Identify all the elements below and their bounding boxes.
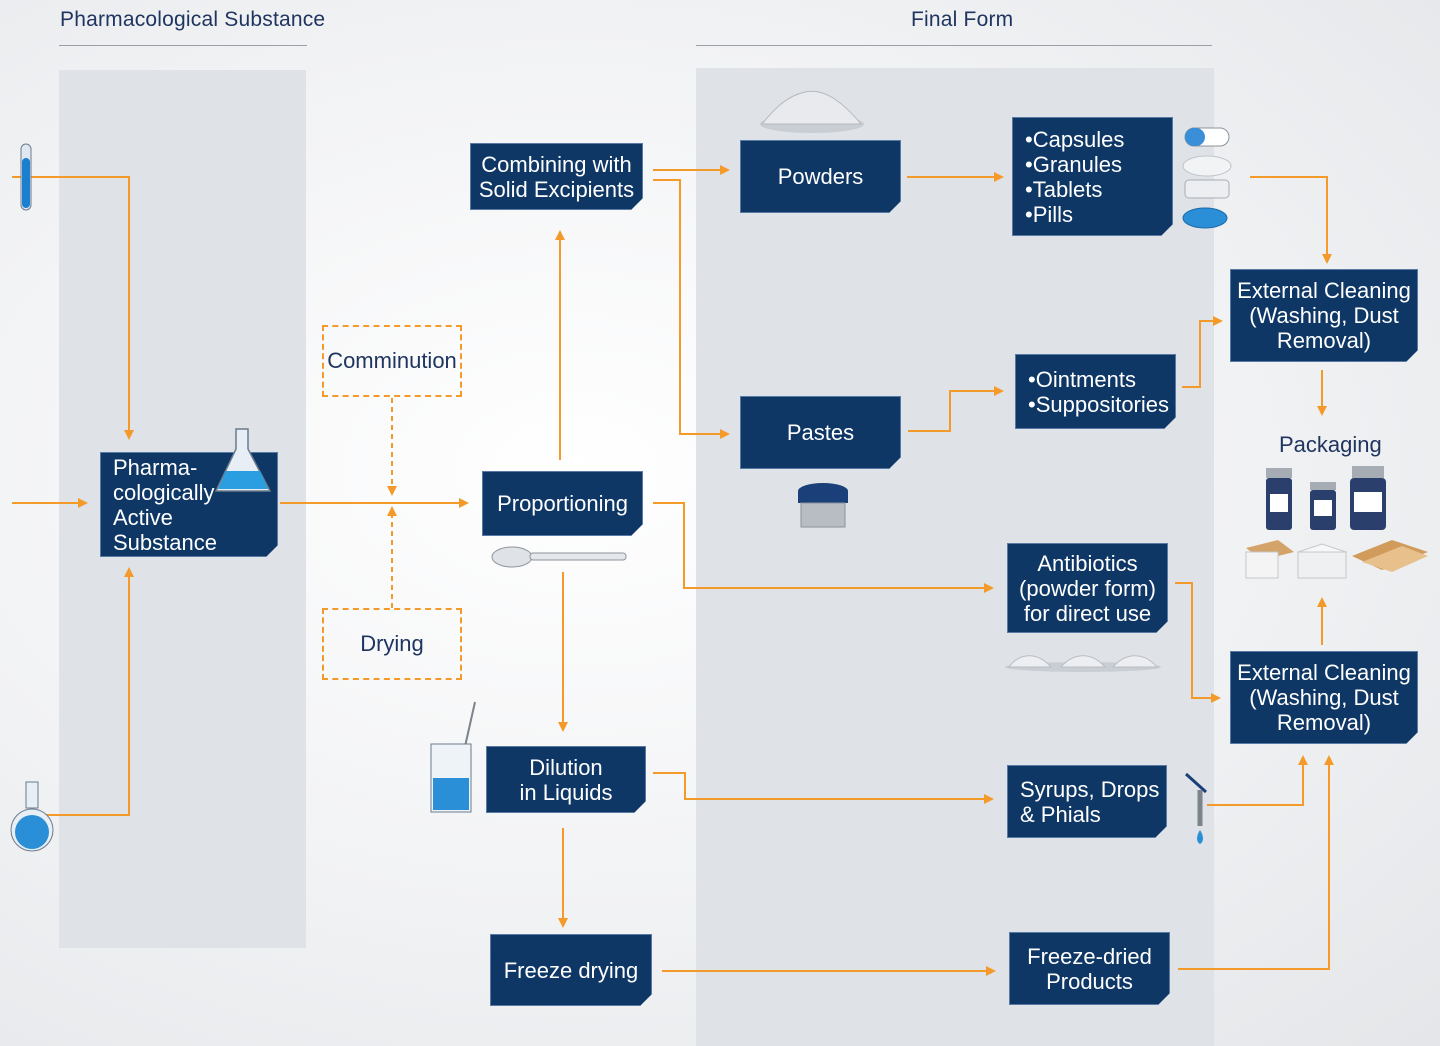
arrow-solids-to-cleaning1 <box>1250 176 1332 264</box>
pastes-box: Pastes <box>740 396 901 469</box>
round-flask-icon <box>10 781 54 852</box>
active-substance-line-3: Active Substance <box>113 504 217 555</box>
header-underline-left <box>59 45 307 46</box>
drying-label: Drying <box>360 631 424 656</box>
combining-box: Combining with Solid Excipients <box>470 143 643 210</box>
external-cleaning-box-2: External Cleaning (Washing, Dust Removal… <box>1230 651 1418 744</box>
antibiotics-line-3: for direct use <box>1023 600 1152 626</box>
spoon-icon <box>491 546 627 568</box>
ointment-jar-icon <box>798 483 848 528</box>
freeze-drying-label: Freeze drying <box>503 957 639 983</box>
active-substance-line-1: Pharma- <box>113 454 198 480</box>
powders-label: Powders <box>777 164 864 189</box>
freeze-drying-box: Freeze drying <box>490 934 652 1006</box>
cleaning1-line-3: Removal) <box>1276 328 1372 353</box>
powder-piles-icon <box>1005 655 1161 672</box>
beaker-icon <box>430 701 476 813</box>
comminution-label: Comminution <box>327 348 457 373</box>
header-underline-right <box>696 45 1212 46</box>
cleaning2-line-3: Removal) <box>1276 710 1372 735</box>
syrups-line-2: & Phials <box>1020 801 1101 827</box>
semisolid-form-ointments: •Ointments <box>1028 366 1136 392</box>
dilution-line-1: Dilution <box>529 754 603 780</box>
dropper-icon <box>1184 772 1208 844</box>
pastes-label: Pastes <box>786 420 855 445</box>
cleaning1-line-2: (Washing, Dust <box>1249 303 1399 328</box>
antibiotics-box: Antibiotics (powder form) for direct use <box>1007 543 1168 633</box>
solid-form-pills: •Pills <box>1025 201 1074 227</box>
semisolid-form-suppositories: •Suppositories <box>1028 391 1170 417</box>
proportioning-label: Proportioning <box>497 491 628 516</box>
comminution-box: Comminution <box>322 325 462 397</box>
dilution-box: Dilution in Liquids <box>486 746 646 813</box>
proportioning-box: Proportioning <box>482 471 643 536</box>
cleaning2-line-2: (Washing, Dust <box>1249 685 1399 710</box>
freeze-dried-products-box: Freeze-dried Products <box>1009 932 1170 1005</box>
combining-line-2: Solid Excipients <box>478 176 635 202</box>
arrow-pastes-to-semisolids <box>908 386 1004 432</box>
semisolid-forms-box: •Ointments •Suppositories <box>1015 354 1176 429</box>
test-tube-icon <box>20 143 32 211</box>
combining-line-1: Combining with <box>481 151 632 177</box>
arrow-antibiotics-to-cleaning2 <box>1175 582 1221 703</box>
cleaning2-line-1: External Cleaning <box>1237 660 1411 685</box>
cleaning1-line-1: External Cleaning <box>1237 278 1411 303</box>
medicine-bottles-icon <box>1266 466 1386 530</box>
solid-form-tablets: •Tablets <box>1025 176 1103 202</box>
antibiotics-line-2: (powder form) <box>1019 575 1156 601</box>
syrups-box: Syrups, Drops & Phials <box>1007 765 1167 838</box>
solid-form-capsules: •Capsules <box>1025 126 1125 152</box>
solid-form-granules: •Granules <box>1025 151 1122 177</box>
header-final-form: Final Form <box>911 8 1014 31</box>
boxes-icon <box>1245 540 1428 579</box>
arrow-dilution-to-syrups <box>653 772 994 804</box>
active-substance-line-2: cologically <box>113 479 215 505</box>
arrow-testtube-to-substance <box>12 176 134 440</box>
solid-forms-box: •Capsules •Granules •Tablets •Pills <box>1012 117 1173 236</box>
active-substance-box: Pharma- cologically Active Substance <box>100 452 278 557</box>
header-pharmacological-substance: Pharmacological Substance <box>60 8 326 31</box>
drying-box: Drying <box>322 608 462 680</box>
arrow-products-to-cleaning2 <box>1178 755 1334 970</box>
arrow-proportioning-to-antibiotics <box>653 502 994 593</box>
pills-icon <box>1182 127 1232 229</box>
antibiotics-line-1: Antibiotics <box>1037 550 1138 576</box>
arrow-semisolids-to-cleaning1 <box>1182 316 1223 388</box>
arrow-combining-to-pastes <box>653 179 730 439</box>
dilution-line-2: in Liquids <box>519 779 613 805</box>
arrow-syrups-to-cleaning2 <box>1207 755 1308 806</box>
erlenmeyer-flask-icon <box>214 428 272 492</box>
arrow-flask-to-substance <box>40 567 134 816</box>
freeze-dried-line-1: Freeze-dried <box>1027 943 1152 969</box>
powder-pile-icon <box>760 90 864 133</box>
freeze-dried-line-2: Products <box>1046 968 1133 994</box>
syrups-line-1: Syrups, Drops <box>1020 776 1160 802</box>
external-cleaning-box-1: External Cleaning (Washing, Dust Removal… <box>1230 269 1418 362</box>
powders-box: Powders <box>740 140 901 213</box>
packaging-label: Packaging <box>1279 432 1382 457</box>
